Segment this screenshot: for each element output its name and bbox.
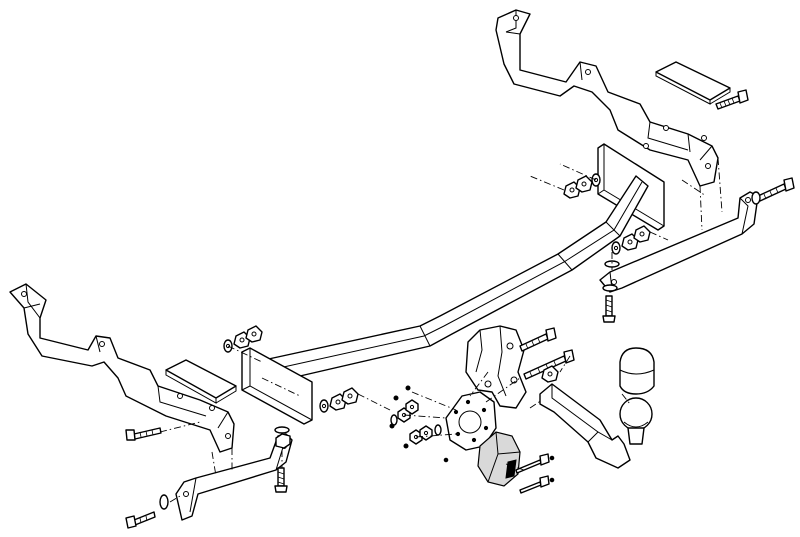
bracket-hole [21, 291, 27, 297]
socket-nut [419, 425, 433, 441]
left-clamp-plate [241, 347, 313, 425]
socket-screw-head [405, 385, 411, 391]
bolts-and-nuts [125, 173, 795, 529]
socket-washer [390, 414, 398, 426]
strut-hole [183, 491, 189, 497]
left-strut-nut [275, 433, 291, 449]
left-clamp-nut [341, 387, 359, 405]
bracket-hole [663, 125, 669, 131]
socket-screw-head [389, 423, 395, 429]
right-strut-nut [751, 191, 761, 205]
bracket-hole [705, 163, 711, 169]
right-strut-washer [604, 260, 620, 268]
right-spacer-plate [655, 61, 731, 105]
socket-screw-head [393, 395, 399, 401]
socket-screw-head [549, 477, 555, 483]
left-strut-washer [274, 426, 290, 434]
tow-ball [619, 397, 653, 445]
left-clamp-nut [245, 325, 263, 343]
socket-screw [519, 475, 550, 494]
socket-plate-center [458, 410, 482, 434]
right-strut-washer [602, 284, 618, 292]
right-clamp-nut [633, 225, 651, 243]
bracket-hole [177, 393, 183, 399]
left-support-strut [175, 433, 293, 521]
bracket-hole [513, 15, 519, 21]
right-strut-bolt [757, 177, 795, 202]
socket-nut [405, 399, 419, 415]
left-spacer-plate [165, 359, 237, 404]
socket-screw-head [443, 457, 449, 463]
bracket-hole [585, 69, 591, 75]
socket-washer [434, 424, 442, 436]
tow-ball-cap [619, 347, 655, 395]
socket-screw-head [403, 443, 409, 449]
right-clamp-nut [575, 175, 593, 193]
left-chassis-bracket [9, 283, 235, 453]
socket-screw [515, 453, 550, 474]
left-strut-vertical-bolt [274, 467, 288, 493]
right-strut-vertical-bolt [602, 295, 616, 323]
right-clamp-washer [611, 241, 621, 255]
tow-ball-arm [539, 383, 631, 469]
bracket-hole [643, 143, 649, 149]
mount-hole [484, 380, 492, 388]
left-clamp-washer [319, 399, 329, 413]
bracket-hole [99, 341, 105, 347]
strut-hole [745, 197, 751, 203]
left-strut-bolt [125, 511, 156, 529]
bracket-hole [209, 405, 215, 411]
strut-hole [611, 279, 617, 285]
alignment-lines [159, 157, 723, 503]
mount-hole [506, 342, 514, 350]
hitch-bolt [523, 349, 575, 380]
crossbar [263, 175, 649, 389]
socket-screw-head [549, 455, 555, 461]
hitch-nut [541, 365, 559, 383]
bracket-hole [701, 135, 707, 141]
socket-mounting-plate [445, 391, 497, 451]
left-strut-washer [159, 494, 169, 510]
right-top-bolt [715, 89, 749, 110]
hitch-bolt [519, 327, 557, 352]
hitch-mount-bracket [465, 325, 527, 409]
left-bracket-bolt [125, 427, 162, 441]
electrical-socket [477, 431, 521, 487]
bracket-hole [225, 433, 231, 439]
